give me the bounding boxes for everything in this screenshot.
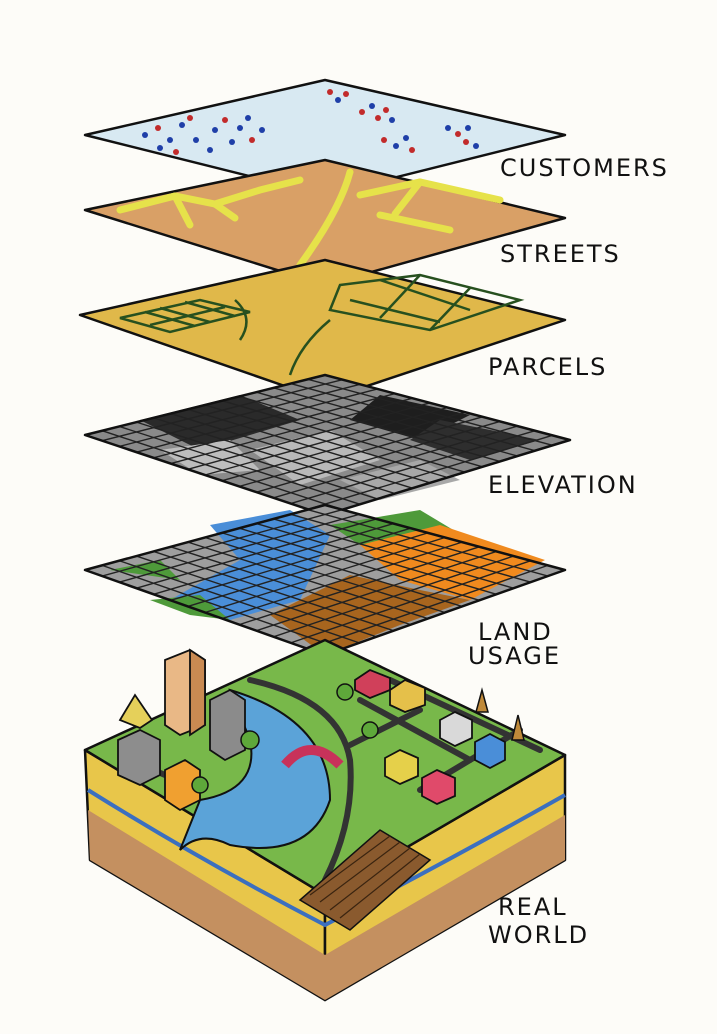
label-streets: STREETS xyxy=(500,240,621,268)
label-parcels: PARCELS xyxy=(488,353,607,381)
label-real-world-line2: WORLD xyxy=(488,921,589,949)
label-elevation: ELEVATION xyxy=(488,471,638,499)
label-real-world-line1: REAL xyxy=(498,893,568,921)
label-land-usage-line2: USAGE xyxy=(468,642,561,670)
label-customers: CUSTOMERS xyxy=(500,154,669,182)
